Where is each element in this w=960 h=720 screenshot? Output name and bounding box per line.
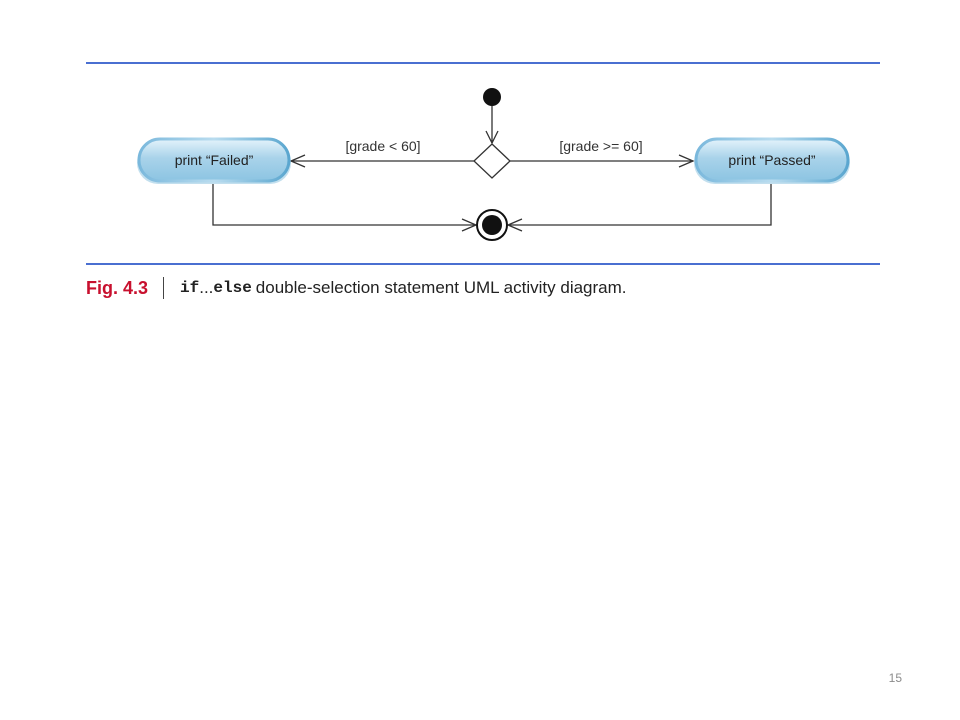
action-passed-label: print “Passed” [728, 152, 815, 168]
figure-caption: Fig. 4.3 if ... else double-selection st… [86, 275, 627, 301]
flow-to-failed [289, 154, 474, 168]
uml-activity-diagram: [grade < 60] [grade >= 60] print “Failed… [86, 62, 880, 265]
initial-node [483, 88, 501, 106]
figure-label: Fig. 4.3 [86, 277, 149, 298]
guard-failed: [grade < 60] [345, 138, 420, 154]
decision-node [473, 143, 511, 179]
guard-passed: [grade >= 60] [559, 138, 642, 154]
flow-to-passed [510, 154, 695, 168]
flow-initial-to-decision [485, 106, 499, 145]
final-node [476, 209, 508, 241]
caption-separator [163, 277, 165, 299]
flow-passed-to-final [506, 184, 772, 232]
action-print-passed: print “Passed” [694, 137, 850, 184]
page-number: 15 [888, 671, 902, 685]
caption-description: double-selection statement UML activity … [255, 278, 627, 297]
caption-ellipsis: ... [199, 278, 214, 297]
code-keyword-if: if [180, 279, 200, 297]
action-print-failed: print “Failed” [137, 137, 291, 184]
flow-failed-to-final [212, 184, 478, 232]
action-failed-label: print “Failed” [175, 152, 254, 168]
code-keyword-else: else [213, 279, 252, 297]
